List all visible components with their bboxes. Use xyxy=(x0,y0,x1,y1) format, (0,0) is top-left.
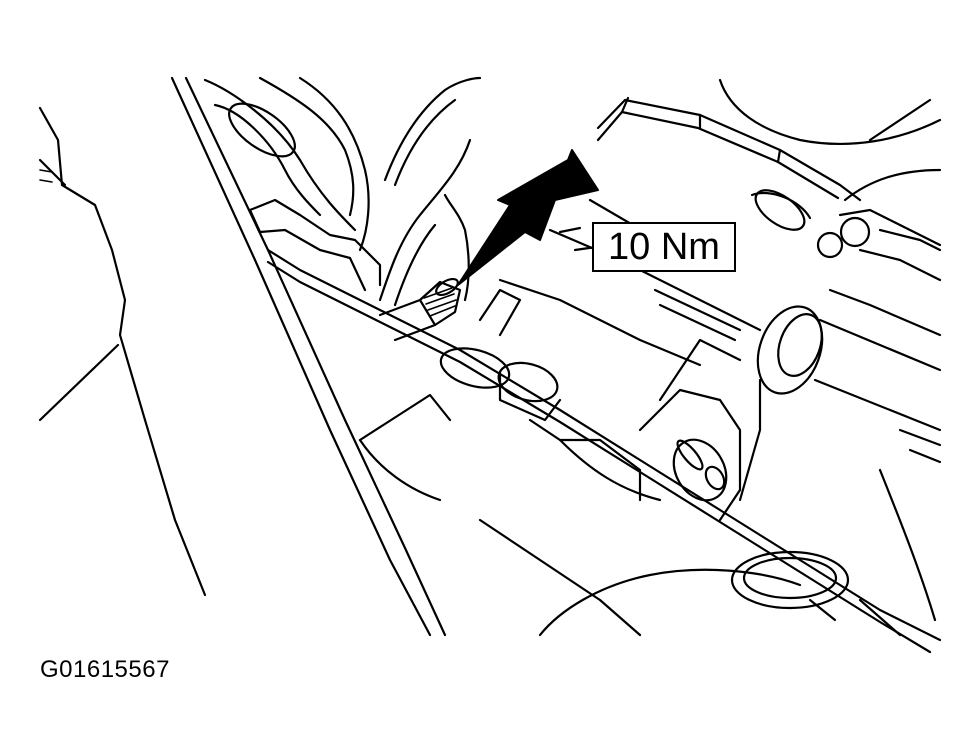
bolt xyxy=(378,277,462,342)
hose-lines xyxy=(378,76,482,307)
lower-housing xyxy=(358,338,937,637)
left-panel-outline xyxy=(38,106,207,597)
upper-bracket xyxy=(203,76,382,292)
intake-cylinder xyxy=(478,96,862,367)
torque-spec-label: 10 Nm xyxy=(592,222,736,272)
housing-edges xyxy=(170,76,942,654)
pointer-arrow xyxy=(457,149,599,286)
figure-id: G01615567 xyxy=(40,656,170,683)
right-fittings xyxy=(718,78,942,464)
